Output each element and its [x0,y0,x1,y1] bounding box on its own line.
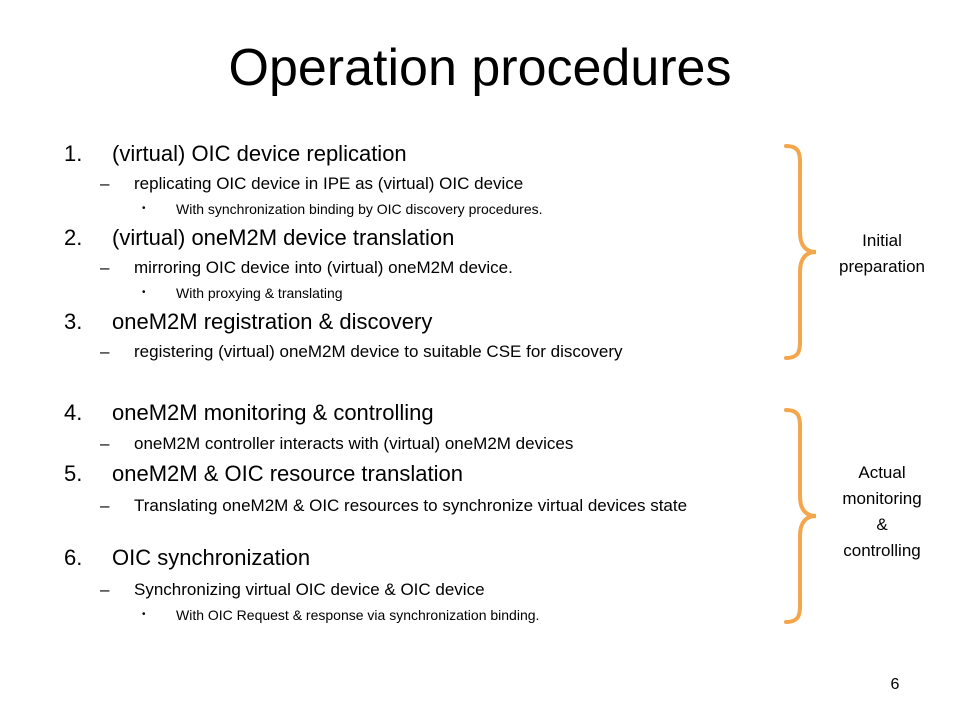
dash-marker: – [100,580,110,599]
step-text: oneM2M monitoring & controlling [112,400,434,425]
step-3: 3. oneM2M registration & discovery [64,308,432,336]
step-number: 6. [64,545,83,570]
label-line: Initial [862,231,902,250]
detail-text: replicating OIC device in IPE as (virtua… [134,174,524,193]
step-number: 5. [64,461,83,486]
note-text: With synchronization binding by OIC disc… [176,201,543,217]
step-5: 5. oneM2M & OIC resource translation [64,460,463,488]
dash-marker: – [100,174,110,193]
actual-monitoring-brace-icon [784,408,817,624]
dash-marker: – [100,496,110,515]
step-text: oneM2M & OIC resource translation [112,461,463,486]
dash-marker: – [100,434,110,453]
detail-text: oneM2M controller interacts with (virtua… [134,434,574,453]
step-text: (virtual) OIC device replication [112,141,407,166]
step-6: 6. OIC synchronization [64,544,310,572]
slide-title: Operation procedures [228,39,732,97]
dash-marker: – [100,258,110,277]
label-line: controlling [843,541,921,560]
step-text: OIC synchronization [112,545,311,570]
label-line: preparation [838,257,925,276]
detail-text: Translating oneM2M & OIC resources to sy… [134,496,688,515]
note-text: With proxying & translating [176,285,343,301]
initial-preparation-label: Initial preparation [812,228,952,280]
bullet-icon: • [142,609,146,620]
note-text: With OIC Request & response via synchron… [176,607,540,623]
label-line: monitoring [842,489,922,508]
actual-monitoring-label: Actual monitoring & controlling [812,460,952,564]
step-number: 1. [64,141,83,166]
detail-text: mirroring OIC device into (virtual) oneM… [134,258,513,277]
step-4: 4. oneM2M monitoring & controlling [64,399,434,427]
dash-marker: – [100,342,110,361]
detail-text: registering (virtual) oneM2M device to s… [134,342,623,361]
step-2: 2. (virtual) oneM2M device translation [64,224,454,252]
step-text: (virtual) oneM2M device translation [112,225,455,250]
step-text: oneM2M registration & discovery [112,309,433,334]
step-1: 1. (virtual) OIC device replication [64,140,407,168]
bullet-icon: • [142,203,146,214]
initial-preparation-brace-icon [784,144,817,360]
step-number: 3. [64,309,83,334]
page-number: 6 [890,676,900,693]
step-number: 4. [64,400,83,425]
label-line: & [876,515,888,534]
step-number: 2. [64,225,83,250]
detail-text: Synchronizing virtual OIC device & OIC d… [134,580,485,599]
label-line: Actual [858,463,906,482]
bullet-icon: • [142,287,146,298]
